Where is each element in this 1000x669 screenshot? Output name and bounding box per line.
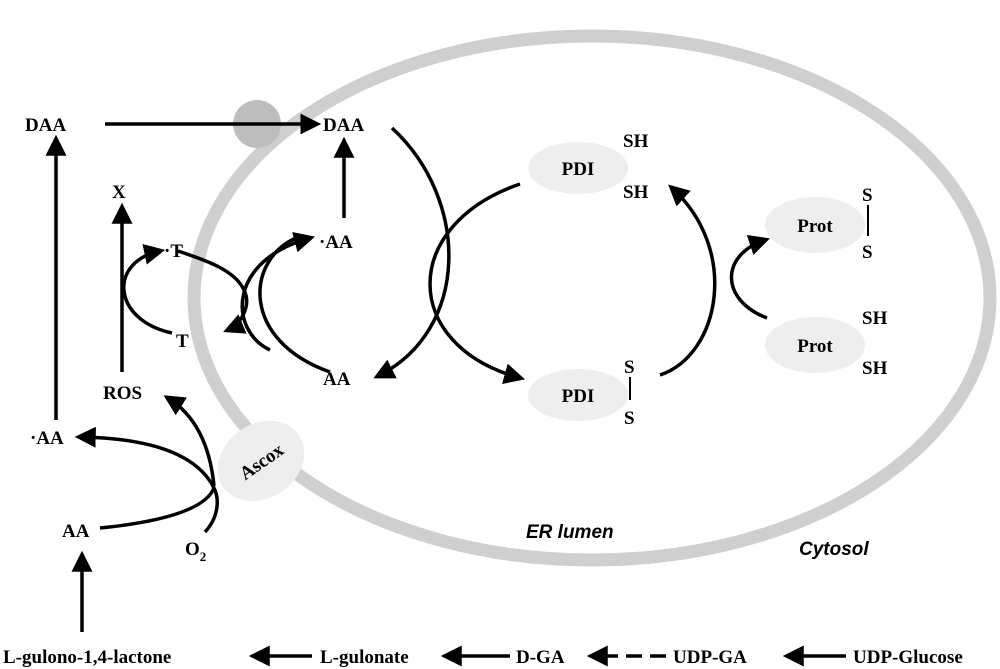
pdi-sh-top-label: SH	[623, 131, 649, 152]
t-label: T	[176, 331, 189, 352]
prot-s-top-label: S	[862, 185, 873, 206]
t-to-t-radical-arc-left	[122, 244, 173, 335]
daa-lumen-label: DAA	[323, 115, 364, 136]
er-membrane	[187, 29, 997, 567]
prot-reduced-protein	[765, 317, 865, 373]
pdi-s-bottom-label: S	[624, 408, 635, 429]
pdi-oxidized-to-reduced-arc	[659, 184, 717, 377]
pdi-reduced-to-oxidized-arc	[428, 182, 526, 384]
prot-sh-bottom-label: SH	[862, 358, 888, 379]
gulonate-label: L-gulonate	[320, 647, 409, 668]
pdi-sh-bottom-label: SH	[623, 182, 649, 203]
prot-reduced-to-oxidized-arc	[729, 235, 770, 320]
aa-to-ascox-arc	[99, 487, 216, 530]
pdi-s-top-label: S	[624, 357, 635, 378]
aa-radical-cytosol-label: ·AA	[30, 428, 64, 449]
ascox-to-aa-radical-arc	[74, 426, 216, 489]
pdi-reduced-label: PDI	[562, 159, 595, 180]
gulonolactone-label: L-gulono-1,4-lactone	[3, 647, 171, 668]
x-label: X	[112, 182, 126, 203]
prot-oxidized-protein	[765, 197, 865, 253]
cytosol-label: Cytosol	[799, 539, 869, 560]
o2-label: O2	[185, 539, 206, 564]
pdi-oxidized-label: PDI	[562, 386, 595, 407]
t-radical-label: ·T	[164, 241, 183, 262]
udpga-label: UDP-GA	[673, 647, 747, 668]
udpglucose-label: UDP-Glucose	[853, 647, 963, 668]
ros-label: ROS	[103, 383, 142, 404]
ascox-protein	[217, 420, 305, 502]
aa-lumen-label: AA	[323, 369, 351, 390]
er-lumen-label: ER lumen	[526, 522, 614, 543]
t-radical-to-aa-radical-arc	[240, 231, 316, 352]
prot-s-bottom-label: S	[862, 242, 873, 263]
dga-label: D-GA	[516, 647, 565, 668]
pdi-reduced-protein	[528, 142, 628, 194]
prot-sh-top-label: SH	[862, 308, 888, 329]
daa-to-aa-arc	[373, 126, 451, 379]
aa-radical-lumen-label: ·AA	[319, 232, 353, 253]
daa-cytosol-label: DAA	[25, 115, 66, 136]
o2-to-ascox-arc	[203, 487, 219, 534]
pdi-oxidized-protein	[528, 369, 628, 421]
aa-cytosol-label: AA	[62, 521, 90, 542]
prot-reduced-label: Prot	[797, 336, 833, 357]
prot-oxidized-label: Prot	[797, 216, 833, 237]
ascox-to-ros-arc	[163, 395, 216, 487]
aa-to-aa-radical-arc-right	[258, 236, 331, 374]
